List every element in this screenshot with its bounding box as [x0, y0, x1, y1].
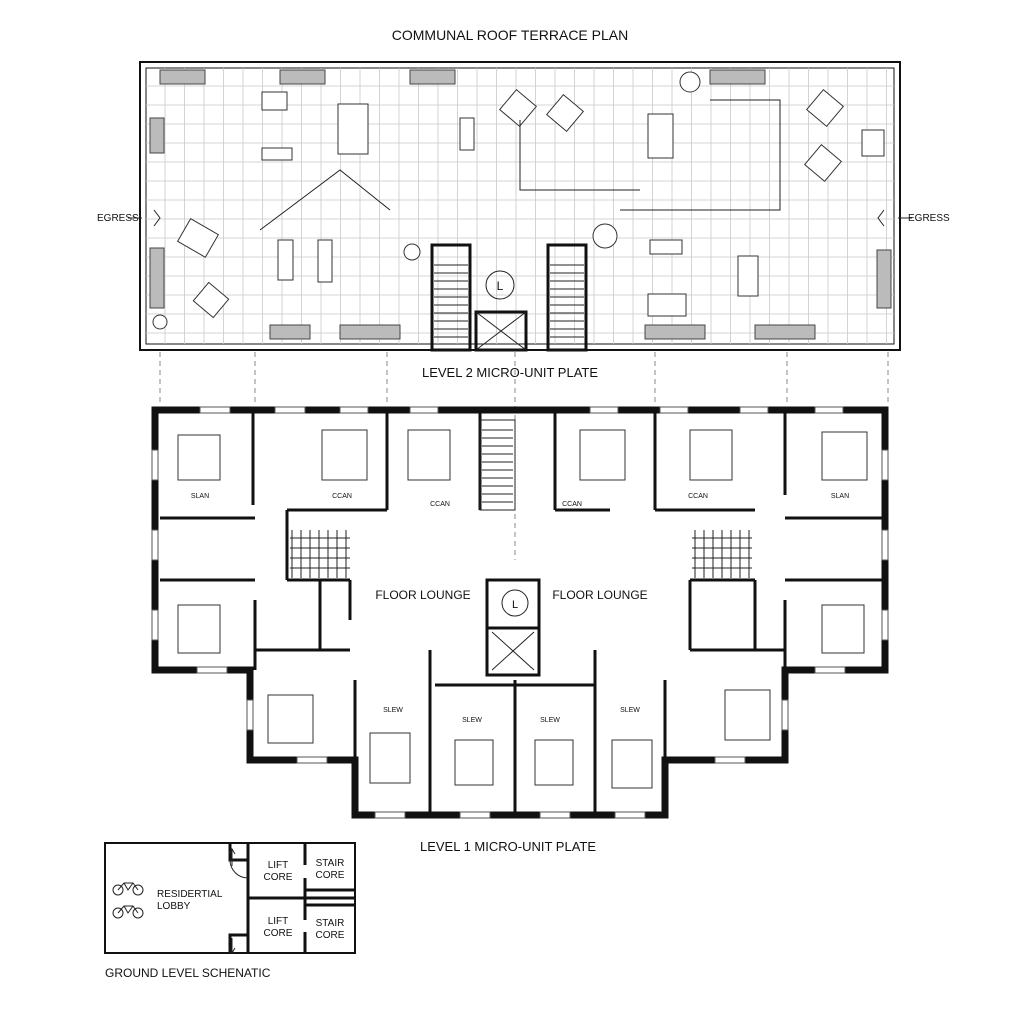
room-label: SLEW — [620, 707, 640, 714]
windows — [151, 406, 889, 819]
room-labels: SLAN CCAN CCAN CCAN CCAN SLAN SLEW SLEW … — [191, 493, 849, 724]
room-label: SLAN — [831, 493, 849, 500]
level2-title: LEVEL 2 MICRO-UNIT PLATE — [422, 365, 598, 380]
roof-title: COMMUNAL ROOF TERRACE PLAN — [392, 27, 628, 43]
bed — [821, 604, 865, 654]
bed — [579, 429, 626, 481]
bicycle-icon — [112, 882, 144, 896]
bed — [407, 429, 451, 481]
roof-stair-lift-core — [430, 243, 588, 352]
room-label: SLEW — [383, 707, 403, 714]
egress-chevron-left-icon — [153, 209, 161, 227]
egress-label-left: EGRESS — [97, 213, 139, 224]
room-label: SLAN — [191, 493, 209, 500]
bed — [611, 739, 653, 789]
egress-label-right: EGRESS — [908, 213, 950, 224]
bed — [534, 739, 574, 786]
roof-lift-symbol: L — [497, 279, 504, 293]
bed — [689, 429, 733, 481]
alignment-lines — [159, 352, 889, 560]
roof-terrace-plan: L EGRESS EGRESS — [97, 61, 950, 352]
floor-lounge-left: FLOOR LOUNGE — [375, 588, 470, 602]
roof-furniture — [149, 69, 892, 340]
level2-plate — [151, 406, 889, 819]
room-label: CCAN — [332, 493, 352, 500]
room-label: CCAN — [562, 501, 582, 508]
beds — [177, 429, 868, 789]
bed — [724, 689, 771, 741]
level1-title: LEVEL 1 MICRO-UNIT PLATE — [420, 839, 596, 854]
level2-lift-symbol: L — [512, 599, 518, 611]
egress-chevron-right-icon — [877, 209, 885, 227]
entry-arrow-icon — [228, 848, 236, 954]
bed — [821, 431, 868, 481]
bicycle-icon — [112, 905, 144, 919]
room-label: CCAN — [430, 501, 450, 508]
bed — [321, 429, 368, 481]
ground-level-schematic — [104, 842, 356, 954]
room-label: SLEW — [462, 717, 482, 724]
bed — [177, 604, 221, 654]
room-label: CCAN — [688, 493, 708, 500]
floor-lounge-right: FLOOR LOUNGE — [552, 588, 647, 602]
bed — [369, 732, 411, 784]
ground-title: GROUND LEVEL SCHENATIC — [105, 966, 271, 980]
room-label: SLEW — [540, 717, 560, 724]
bed — [454, 739, 494, 786]
bed — [267, 694, 314, 744]
bed — [177, 434, 221, 481]
